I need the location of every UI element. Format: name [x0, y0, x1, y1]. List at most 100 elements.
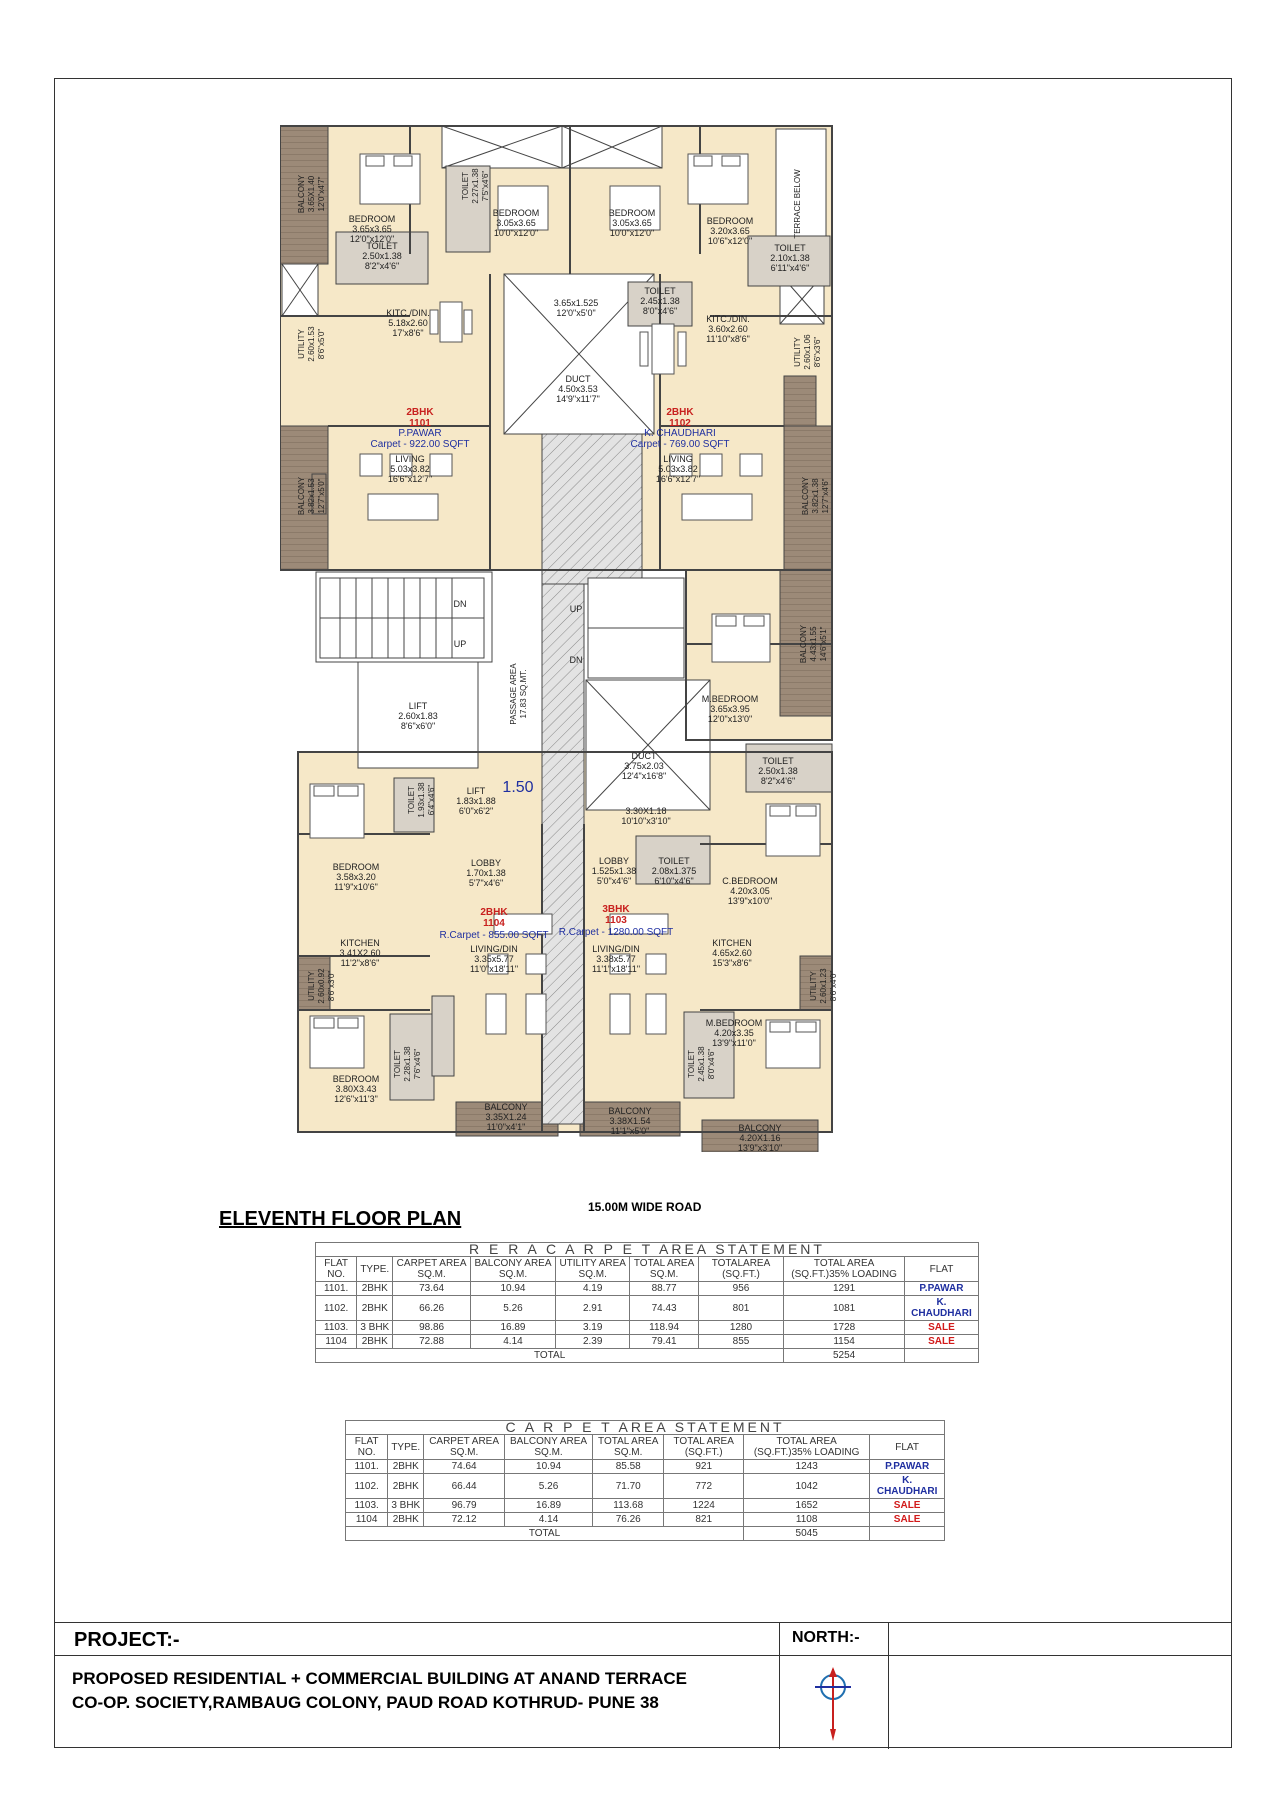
header-cell: UTILITY AREA SQ.M.: [554, 1256, 631, 1282]
table-cell: 1101.: [314, 1281, 358, 1296]
room-label-line: TOILET: [658, 856, 690, 866]
room-label-line: TOILET: [366, 241, 398, 251]
flat-number-1101: 1101: [409, 418, 431, 429]
flat-number-1102: 1102: [669, 418, 691, 429]
room-label-line: 3.82x1.53: [307, 478, 316, 514]
header-cell: BALCONY AREA SQ.M.: [469, 1256, 556, 1282]
table-cell: 85.58: [592, 1459, 665, 1474]
table-cell: 118.94: [629, 1320, 699, 1335]
title-divider: [888, 1623, 889, 1749]
room-label-bal-w: BALCONY3.82x1.5312'7"x5'0": [297, 476, 326, 515]
room-label-line: DUCT: [632, 751, 657, 761]
room-label-line: 6'10"x4'6": [654, 876, 693, 886]
flat-carpet-1104: R.Carpet - 855.00 SQFT: [440, 930, 549, 941]
walls: [280, 125, 833, 1133]
room-label-line: 1.50: [502, 779, 533, 796]
table-cell: 1280: [697, 1320, 785, 1335]
room-label-util-1102: UTILITY2.60x1.068'6"x3'6": [793, 334, 822, 370]
room-label-line: 12'7"x5'0": [317, 478, 326, 513]
table-cell: 2BHK: [356, 1281, 394, 1296]
header-cell: CARPET AREA SQ.M.: [392, 1256, 471, 1282]
room-label-dn2: DN: [570, 655, 583, 665]
room-label-line: BEDROOM: [707, 216, 754, 226]
header-cell: FLAT NO.: [344, 1434, 389, 1460]
table-cell: 4.14: [469, 1334, 556, 1349]
room-label-line: 11'2"x8'6": [341, 958, 380, 968]
room-label-line: 6'0"x6'2": [459, 806, 493, 816]
room-label-line: BEDROOM: [609, 208, 656, 218]
table-cell: 2BHK: [387, 1512, 425, 1527]
room-label-toilet-1101a: TOILET2.27x1.387'5"x4'6": [461, 168, 490, 204]
total-empty: [869, 1526, 945, 1541]
title-divider: [779, 1623, 780, 1749]
room-label-line: 5'0"x4'6": [597, 876, 631, 886]
table-cell: SALE: [869, 1512, 945, 1527]
room-label-line: BALCONY: [484, 1102, 527, 1112]
room-label-line: 3.35X1.24: [485, 1112, 526, 1122]
room-label-line: 3.38x5.77: [596, 954, 636, 964]
table-cell: 5.26: [469, 1295, 556, 1321]
room-label-line: BALCONY: [801, 476, 810, 515]
room-label-line: 2.60x1.83: [398, 711, 438, 721]
room-label-line: 4.20X1.16: [739, 1133, 780, 1143]
room-label-line: 3.65x3.65: [352, 224, 392, 234]
table-cell: 16.89: [504, 1498, 594, 1513]
room-label-line: 8'2"x4'6": [761, 776, 795, 786]
table-cell: 1154: [783, 1334, 905, 1349]
room-label-line: M.BEDROOM: [706, 1018, 763, 1028]
room-label-line: 3.65x3.95: [710, 704, 750, 714]
room-label-line: 3.65x1.525: [554, 298, 599, 308]
room-label-line: 11'10"x8'6": [706, 334, 750, 344]
room-label-line: LOBBY: [599, 856, 629, 866]
room-label-line: 6'4"x4'6": [427, 785, 436, 816]
table-cell: 72.12: [423, 1512, 506, 1527]
header-cell: TOTAL AREA SQ.M.: [629, 1256, 699, 1282]
header-cell: TYPE.: [356, 1256, 394, 1282]
room-label-line: C.BEDROOM: [722, 876, 778, 886]
room-label-line: TOILET: [461, 172, 470, 200]
carpet-area-table: C A R P E T AREA STATEMENT FLAT NO.TYPE.…: [344, 1420, 945, 1541]
carpet-caption: C A R P E T AREA STATEMENT: [345, 1420, 945, 1435]
title-block: PROJECT:- NORTH:- PROPOSED RESIDENTIAL +…: [54, 1622, 1232, 1749]
table-cell: 73.64: [392, 1281, 471, 1296]
table-cell: 1108: [743, 1512, 871, 1527]
room-label-line: 5.03x3.82: [390, 464, 430, 474]
room-label-line: M.BEDROOM: [702, 694, 759, 704]
table-cell: 821: [663, 1512, 745, 1527]
room-label-line: DN: [454, 599, 467, 609]
table-cell: 79.41: [629, 1334, 699, 1349]
room-label-util-1101: UTILITY2.60x1.538'6"x5'0": [297, 326, 326, 362]
room-label-line: LIVING: [663, 454, 693, 464]
room-label-line: 1.93x1.38: [417, 782, 426, 818]
table-cell: 66.26: [392, 1295, 471, 1321]
flat-carpet-1103: R.Carpet - 1280.00 SQFT: [559, 927, 674, 938]
table-cell: 1103.: [344, 1498, 389, 1513]
room-label-toilet-1104b: TOILET2.28x1.387'6"x4'6": [393, 1046, 422, 1082]
room-label-line: 3.20x3.65: [710, 226, 750, 236]
room-label-line: 12'7"x4'6": [821, 478, 830, 513]
room-label-line: 3.05x3.65: [496, 218, 536, 228]
table-cell: P.PAWAR: [903, 1281, 980, 1296]
room-label-line: 7'6"x4'6": [413, 1049, 422, 1080]
room-label-line: 4.50x3.53: [558, 384, 598, 394]
room-label-passage: PASSAGE AREA17.83 SQ.MT.: [509, 663, 528, 725]
room-label-line: 12'0"x12'0": [350, 234, 394, 244]
table-cell: 1728: [783, 1320, 905, 1335]
room-label-line: 12'6"x11'3": [334, 1094, 378, 1104]
room-label-line: 2.60x1.23: [819, 968, 828, 1004]
room-label-line: 3.82x1.38: [811, 478, 820, 514]
